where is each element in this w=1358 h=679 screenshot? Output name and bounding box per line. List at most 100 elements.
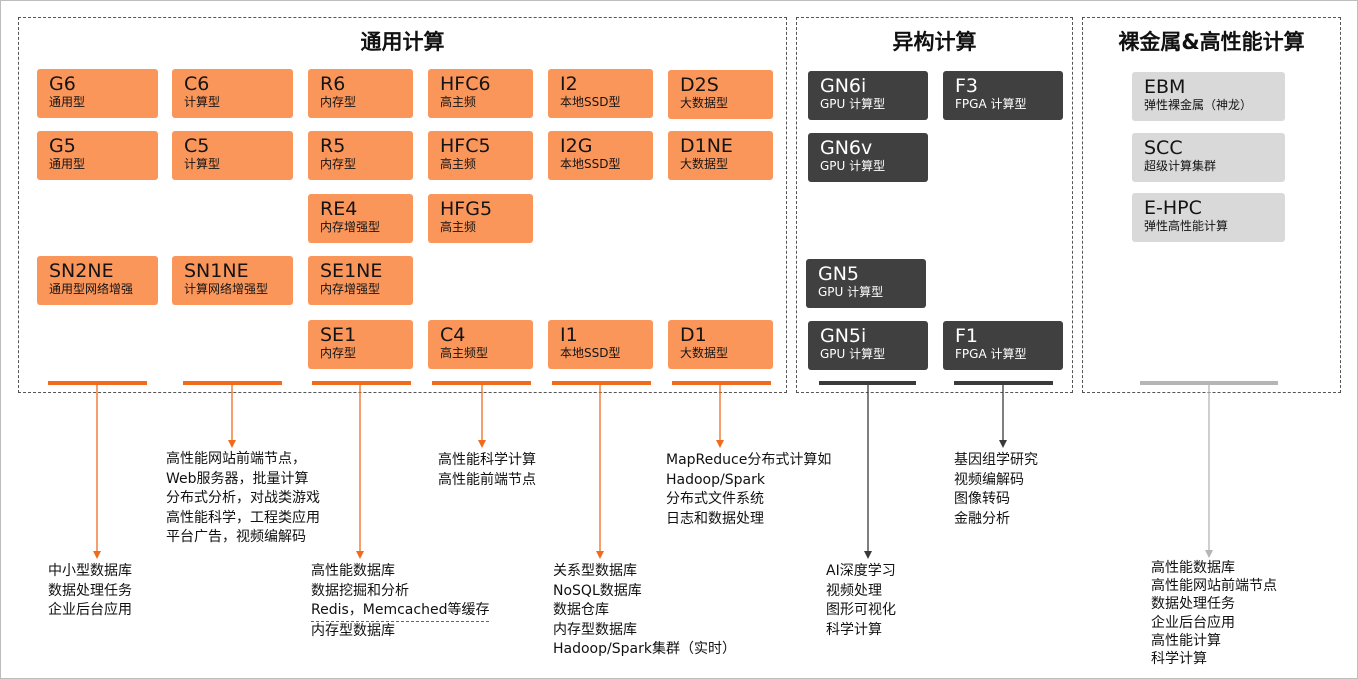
instance-type: 高主频: [440, 95, 477, 109]
arrow-fpga: [999, 385, 1007, 448]
instance-card-r5[interactable]: R5 内存型: [308, 131, 413, 180]
use-case-line: 视频处理: [826, 582, 882, 599]
use-cases-baremetal: 高性能数据库 高性能网站前端节点 数据处理任务 企业后台应用 高性能计算 科学计…: [1151, 559, 1277, 668]
instance-code: HFC5: [440, 135, 491, 157]
instance-code: SN1NE: [184, 260, 249, 282]
arrow-big-data: [716, 385, 724, 448]
section-title: 异构计算: [892, 30, 977, 54]
use-case-line: 内存型数据库: [553, 621, 637, 638]
instance-card-re4[interactable]: RE4 内存增强型: [308, 194, 413, 243]
instance-code: E-HPC: [1144, 197, 1202, 219]
instance-code: G5: [49, 135, 76, 157]
instance-code: R5: [320, 135, 346, 157]
instance-card-ebm[interactable]: EBM 弹性裸金属（神龙）: [1132, 72, 1285, 121]
instance-code: R6: [320, 73, 346, 95]
column-bar-big-data: [672, 381, 771, 385]
instance-type: 本地SSD型: [560, 95, 621, 109]
use-case-line: 高性能前端节点: [438, 471, 536, 488]
instance-type: 内存型: [320, 346, 357, 360]
instance-card-se1ne[interactable]: SE1NE 内存增强型: [308, 256, 413, 305]
instance-type: FPGA 计算型: [955, 347, 1027, 361]
instance-card-d1ne[interactable]: D1NE 大数据型: [668, 131, 773, 180]
instance-card-sn1ne[interactable]: SN1NE 计算网络增强型: [172, 256, 293, 305]
instance-card-sn2ne[interactable]: SN2NE 通用型网络增强: [37, 256, 158, 305]
instance-card-g5[interactable]: G5 通用型: [37, 131, 158, 180]
instance-card-d2s[interactable]: D2S 大数据型: [668, 70, 773, 119]
instance-code: C6: [184, 73, 210, 95]
use-case-line: Hadoop/Spark集群（实时）: [553, 641, 736, 657]
instance-type: 高主频: [440, 157, 477, 171]
instance-code: F1: [955, 325, 979, 347]
instance-type: 大数据型: [680, 96, 729, 110]
instance-type: 超级计算集群: [1144, 159, 1217, 173]
instance-card-i2[interactable]: I2 本地SSD型: [548, 69, 653, 118]
use-case-line: Web服务器，批量计算: [166, 470, 309, 487]
arrow-memory: [356, 385, 364, 559]
instance-code: RE4: [320, 198, 358, 220]
instance-code: HFG5: [440, 198, 493, 220]
instance-card-gn6v[interactable]: GN6v GPU 计算型: [808, 133, 928, 182]
instance-code: GN5i: [820, 325, 867, 347]
use-cases-memory: 高性能数据库 数据挖掘和分析 Redis，Memcached等缓存 内存型数据库: [311, 562, 490, 641]
instance-card-i2g[interactable]: I2G 本地SSD型: [548, 131, 653, 180]
use-case-line: 高性能数据库: [311, 563, 395, 579]
instance-code: D2S: [680, 74, 719, 96]
instance-card-c6[interactable]: C6 计算型: [172, 69, 293, 118]
use-case-line: 科学计算: [1151, 651, 1207, 668]
instance-code: GN6v: [820, 137, 873, 159]
arrow-gpu: [864, 385, 872, 559]
use-cases-gpu: AI深度学习 视频处理 图形可视化 科学计算: [826, 562, 896, 640]
instance-type: 弹性高性能计算: [1144, 219, 1229, 233]
instance-card-g6[interactable]: G6 通用型: [37, 69, 158, 118]
instance-type: 内存型: [320, 157, 357, 171]
use-case-line: 企业后台应用: [1151, 614, 1235, 631]
instance-card-gn5i[interactable]: GN5i GPU 计算型: [808, 321, 928, 370]
arrow-general-purpose: [93, 385, 101, 559]
use-case-line: 高性能科学，工程类应用: [166, 509, 320, 526]
instance-card-gn6i[interactable]: GN6i GPU 计算型: [808, 71, 928, 120]
use-cases-compute: 高性能网站前端节点， Web服务器，批量计算 分布式分析，对战类游戏 高性能科学…: [166, 450, 320, 548]
instance-card-i1[interactable]: I1 本地SSD型: [548, 320, 653, 369]
use-case-line: 内存型数据库: [311, 622, 395, 639]
use-cases-general-purpose: 中小型数据库 数据处理任务 企业后台应用: [48, 562, 132, 621]
instance-type: 本地SSD型: [560, 346, 621, 360]
use-case-line: 数据挖掘和分析: [311, 582, 409, 599]
instance-card-se1[interactable]: SE1 内存型: [308, 320, 413, 369]
use-case-line: 分布式文件系统: [666, 491, 764, 507]
instance-type: 高主频型: [440, 346, 489, 360]
instance-type: 内存型: [320, 95, 357, 109]
column-bar-high-frequency: [432, 381, 531, 385]
instance-code: EBM: [1144, 76, 1186, 98]
use-case-line: 日志和数据处理: [666, 510, 764, 527]
use-case-line: 高性能数据库: [1151, 560, 1235, 576]
instance-card-d1[interactable]: D1 大数据型: [668, 320, 773, 369]
instance-type: 通用型: [49, 157, 86, 171]
use-case-line: 图像转码: [954, 491, 1010, 507]
section-heterogeneous-computing: 异构计算: [796, 17, 1073, 393]
instance-card-r6[interactable]: R6 内存型: [308, 69, 413, 118]
column-bar-general-purpose: [48, 381, 147, 385]
use-case-line: 图形可视化: [826, 602, 896, 618]
instance-card-c4[interactable]: C4 高主频型: [428, 320, 533, 369]
use-case-line: 中小型数据库: [48, 563, 132, 579]
instance-card-c5[interactable]: C5 计算型: [172, 131, 293, 180]
instance-type: 高主频: [440, 220, 477, 234]
column-bar-fpga: [954, 381, 1053, 385]
instance-card-f1[interactable]: F1 FPGA 计算型: [943, 321, 1063, 370]
use-case-line: 数据处理任务: [48, 582, 132, 599]
instance-card-hfc5[interactable]: HFC5 高主频: [428, 131, 533, 180]
instance-card-ehpc[interactable]: E-HPC 弹性高性能计算: [1132, 193, 1285, 242]
instance-card-hfc6[interactable]: HFC6 高主频: [428, 69, 533, 118]
instance-type: 内存增强型: [320, 282, 381, 296]
use-case-line: 数据处理任务: [1151, 596, 1235, 613]
use-case-line: 视频编解码: [954, 471, 1024, 488]
instance-card-scc[interactable]: SCC 超级计算集群: [1132, 133, 1285, 182]
instance-card-gn5[interactable]: GN5 GPU 计算型: [806, 259, 926, 308]
instance-type: 通用型网络增强: [49, 282, 134, 296]
instance-code: G6: [49, 73, 76, 95]
instance-card-hfg5[interactable]: HFG5 高主频: [428, 194, 533, 243]
instance-type: 大数据型: [680, 157, 729, 171]
use-cases-fpga: 基因组学研究 视频编解码 图像转码 金融分析: [954, 451, 1038, 529]
instance-card-f3[interactable]: F3 FPGA 计算型: [943, 71, 1063, 120]
use-case-line: 金融分析: [954, 510, 1010, 527]
